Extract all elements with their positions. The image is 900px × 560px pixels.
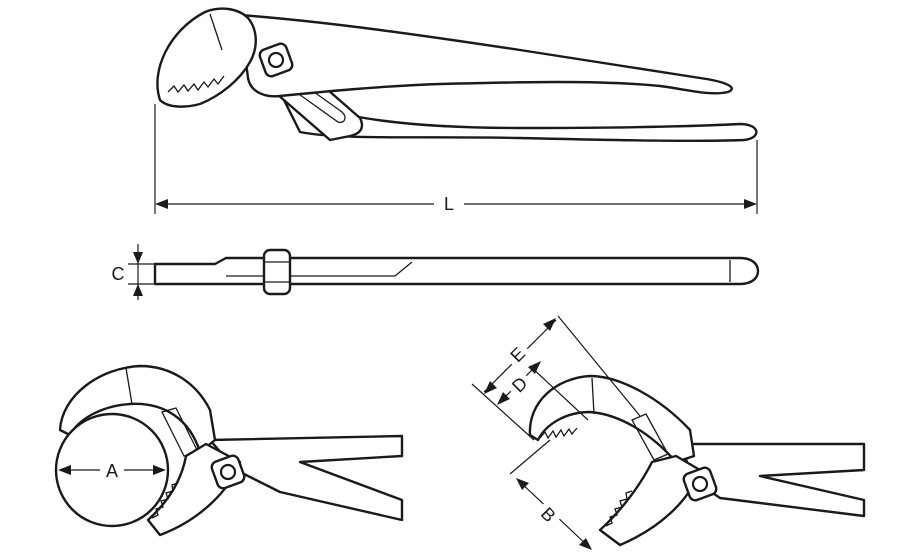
lower-jaw-right bbox=[598, 454, 702, 547]
plier-profile bbox=[153, 256, 760, 286]
extension-line-e bbox=[557, 315, 641, 417]
arrowhead bbox=[153, 465, 166, 475]
arrowhead bbox=[497, 392, 510, 405]
pipe-capacity-view: A bbox=[54, 364, 404, 537]
arrowhead bbox=[744, 199, 757, 209]
pivot-nut bbox=[258, 42, 294, 78]
plier-side-view: L bbox=[154, 7, 758, 216]
plier-top-view: C bbox=[112, 244, 760, 300]
hook-jaw-right bbox=[528, 374, 696, 464]
hook-jaw bbox=[58, 364, 217, 454]
adjust-slot-right bbox=[631, 413, 669, 461]
pipe-capacity-label: A bbox=[106, 461, 118, 481]
jaw-split-line-right bbox=[591, 377, 595, 415]
extension-line-d-outer bbox=[471, 383, 535, 441]
arrowhead bbox=[516, 478, 529, 490]
pivot-nut-right bbox=[682, 466, 718, 502]
hook-teeth-right bbox=[539, 427, 578, 440]
jaw-split-line bbox=[125, 367, 133, 405]
jaw-edge bbox=[209, 13, 223, 51]
upper-handle bbox=[238, 13, 733, 98]
extension-line-d-inner bbox=[529, 365, 589, 421]
arrowhead bbox=[528, 361, 541, 374]
pivot-nut-pipe bbox=[210, 454, 246, 490]
jaw-geometry-view: E D B bbox=[471, 315, 866, 550]
upper-jaw bbox=[156, 7, 257, 108]
lower-jaw-teeth-right bbox=[605, 490, 633, 527]
handle-pair-left bbox=[208, 434, 404, 522]
arrowhead bbox=[133, 252, 143, 264]
lower-handle bbox=[278, 90, 758, 143]
length-label: L bbox=[444, 194, 454, 214]
arrowhead bbox=[484, 381, 497, 394]
pivot-nut-edge bbox=[262, 248, 292, 296]
arrowhead bbox=[133, 284, 143, 296]
thickness-label: C bbox=[112, 264, 125, 284]
lower-jaw-teeth bbox=[151, 482, 179, 519]
arrowhead bbox=[543, 318, 556, 331]
arrowhead bbox=[579, 538, 592, 550]
arrowhead bbox=[155, 199, 168, 209]
arrowhead bbox=[58, 465, 71, 475]
extension-line-b bbox=[509, 439, 551, 475]
jaw-teeth bbox=[167, 75, 225, 94]
pivot-bolt bbox=[267, 51, 285, 69]
